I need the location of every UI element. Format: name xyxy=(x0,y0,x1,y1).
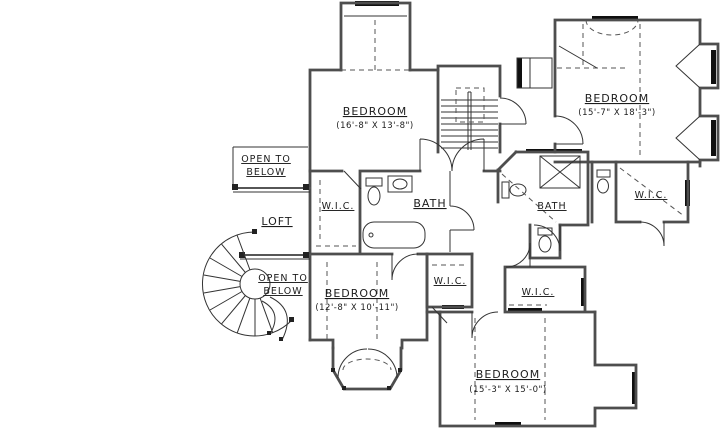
room-label-wic-right: W.I.C. xyxy=(635,190,668,201)
bay-corner-posts xyxy=(331,368,402,390)
main-staircase xyxy=(441,91,498,150)
room-label-wic-bottom-center: W.I.C. xyxy=(434,276,467,287)
linen-closet xyxy=(516,57,553,89)
ceiling-break-lines xyxy=(316,19,685,420)
stair-hall-door xyxy=(499,97,527,125)
corner-brace-line xyxy=(558,45,598,69)
exterior-walls xyxy=(308,1,720,428)
door-swings xyxy=(337,115,665,379)
toilet-icon-bath-center xyxy=(365,177,383,206)
room-label-loft: LOFT xyxy=(261,215,292,228)
open-to-below-lower-line2: BELOW xyxy=(263,286,302,297)
shower-icon-bath-right xyxy=(539,155,581,189)
loft-railings xyxy=(232,146,311,260)
open-to-below-upper-line2: BELOW xyxy=(246,167,285,178)
room-dim-bedroom-bottom-right: (15'-3" X 15'-0") xyxy=(469,385,546,395)
bay-window-chevrons xyxy=(344,15,701,161)
toilet-icon-water-closet xyxy=(596,169,611,194)
room-label-bedroom-bottom-left: BEDROOM xyxy=(325,287,389,300)
room-dim-bedroom-bottom-left: (12'-8" X 10'-11") xyxy=(315,303,398,313)
open-to-below-upper-line1: OPEN TO xyxy=(241,154,291,165)
room-label-bath-right: BATH xyxy=(537,201,566,212)
open-to-below-lower-line1: OPEN TO xyxy=(258,273,308,284)
room-label-wic-bottom-right: W.I.C. xyxy=(522,287,555,298)
room-label-bedroom-top-right: BEDROOM xyxy=(585,92,649,105)
toilet-icon-bath-right xyxy=(501,181,527,199)
room-dim-bedroom-top-right: (15'-7" X 18'-3") xyxy=(578,108,655,118)
room-label-bedroom-top-center: BEDROOM xyxy=(343,105,407,118)
room-label-bedroom-bottom-right: BEDROOM xyxy=(476,368,540,381)
stair-landing-dashed xyxy=(455,87,485,123)
room-label-wic-center: W.I.C. xyxy=(322,201,355,212)
room-dim-bedroom-top-center: (16'-8" X 13'-8") xyxy=(336,121,413,131)
sink-icon-bath-center xyxy=(387,175,413,193)
spiral-staircase xyxy=(201,229,294,341)
room-label-bath-center: BATH xyxy=(413,197,446,210)
bathtub-icon xyxy=(362,221,426,249)
toilet-icon-hall-nook xyxy=(537,227,553,253)
